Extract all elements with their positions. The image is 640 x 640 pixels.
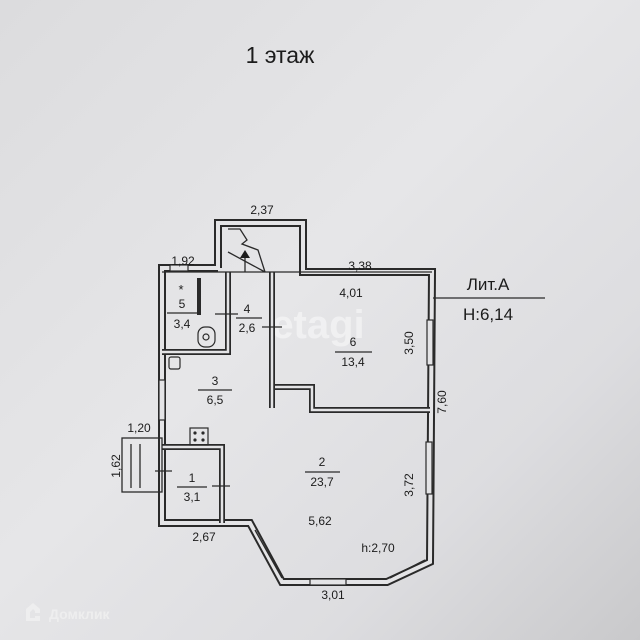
room-6: 6 13,4 [335,335,372,369]
svg-text:1,92: 1,92 [171,254,195,268]
svg-text:3,4: 3,4 [174,317,191,331]
svg-text:2,67: 2,67 [192,530,216,544]
room-5: 5 3,4 [167,297,198,331]
svg-text:1,62: 1,62 [109,454,123,478]
etagi-watermark: etagi [271,303,364,347]
floor-title: 1 этаж [246,42,315,68]
room-2: 2 23,7 [305,455,340,489]
svg-text:4: 4 [244,302,251,316]
shower-icon [197,278,201,315]
vent-icon: * [178,282,183,297]
svg-text:h:2,70: h:2,70 [361,541,395,555]
outer-walls [158,219,437,586]
svg-text:7,60: 7,60 [435,390,449,414]
svg-text:4,01: 4,01 [339,286,363,300]
room-1: 1 3,1 [177,471,207,504]
svg-text:5: 5 [179,297,186,311]
domclick-watermark: Домклик [49,606,111,622]
svg-text:3,01: 3,01 [321,588,345,602]
stair-arrow-icon [240,250,250,258]
dimension-labels: 2,37 1,92 3,38 4,01 3,50 7,60 3,72 1,20 … [109,203,449,602]
room-3: 3 6,5 [198,374,232,407]
domclick-logo: Домклик [26,603,111,622]
svg-text:3,38: 3,38 [348,259,372,273]
door-markers [155,313,282,487]
svg-text:23,7: 23,7 [310,475,334,489]
svg-text:3,1: 3,1 [184,490,201,504]
inner-walls [162,271,432,523]
svg-text:1,20: 1,20 [127,421,151,435]
letter-label: Лит.А [467,275,510,294]
sink-icon [168,356,181,370]
svg-text:13,4: 13,4 [341,355,365,369]
porch [121,437,163,493]
windows [158,264,434,586]
svg-text:3,50: 3,50 [402,331,416,355]
svg-text:3: 3 [212,374,219,388]
svg-text:1: 1 [189,471,196,485]
svg-text:2,6: 2,6 [239,321,256,335]
svg-text:6: 6 [350,335,357,349]
svg-text:6,5: 6,5 [207,393,224,407]
room-4: 4 2,6 [236,302,262,335]
svg-text:2,37: 2,37 [250,203,274,217]
toilet-icon [197,326,216,348]
svg-text:3,72: 3,72 [402,473,416,497]
svg-text:5,62: 5,62 [308,514,332,528]
letter-height: Н:6,14 [463,305,513,324]
staircase [227,228,266,273]
stove-icon [189,427,209,446]
svg-text:2: 2 [319,455,326,469]
